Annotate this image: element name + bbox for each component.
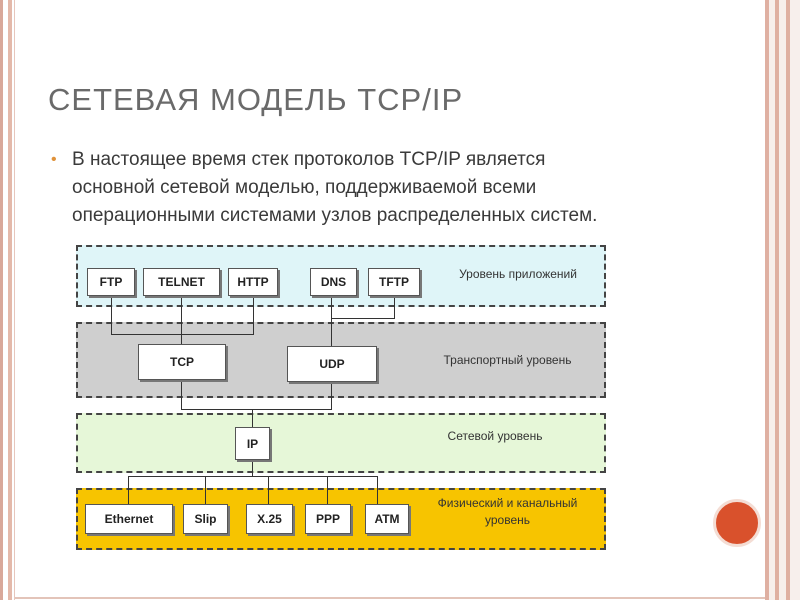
- slide-bottom-line: [15, 597, 765, 599]
- connector-line: [253, 296, 254, 335]
- connector-line: [111, 334, 253, 335]
- connector-line: [331, 382, 332, 410]
- slide-border-left: [0, 0, 3, 600]
- application-layer-label: Уровень приложений: [459, 267, 577, 281]
- slide-border-right-stripe: [765, 0, 769, 600]
- protocol-telnet: TELNET: [143, 268, 220, 296]
- protocol-tcp: TCP: [138, 344, 226, 380]
- protocol-ftp: FTP: [87, 268, 135, 296]
- connector-line: [252, 409, 253, 427]
- physical-layer-label: Физический и канальный уровень: [437, 496, 578, 527]
- connector-line: [128, 476, 129, 504]
- slide-border-left-line: [14, 0, 15, 600]
- protocol-tftp: TFTP: [368, 268, 420, 296]
- slide-border-left-inner: [8, 0, 12, 600]
- connector-line: [252, 460, 253, 476]
- connector-line: [331, 318, 395, 319]
- network-layer: [76, 413, 606, 473]
- protocol-ppp: PPP: [305, 504, 351, 534]
- connector-line: [181, 409, 331, 410]
- transport-layer-label: Транспортный уровень: [443, 353, 572, 367]
- protocol-x25: X.25: [246, 504, 293, 534]
- slide-border-right-stripe: [786, 0, 790, 600]
- protocol-http: HTTP: [228, 268, 278, 296]
- protocol-dns: DNS: [310, 268, 357, 296]
- connector-line: [377, 476, 378, 504]
- protocol-udp: UDP: [287, 346, 377, 382]
- connector-line: [181, 380, 182, 410]
- connector-line: [111, 296, 112, 335]
- connector-line: [128, 476, 378, 477]
- bullet-icon: •: [51, 151, 57, 168]
- protocol-slip: Slip: [183, 504, 228, 534]
- connector-line: [331, 296, 332, 346]
- decorative-circle-icon: [713, 499, 761, 547]
- connector-line: [327, 476, 328, 504]
- protocol-ip: IP: [235, 427, 270, 460]
- slide-border-right-stripe: [775, 0, 779, 600]
- connector-line: [181, 296, 182, 344]
- slide-title: СЕТЕВАЯ МОДЕЛЬ TCP/IP: [48, 82, 464, 117]
- connector-line: [268, 476, 269, 504]
- protocol-atm: ATM: [365, 504, 409, 534]
- slide-border-right-bg: [769, 0, 800, 600]
- network-layer-label: Сетевой уровень: [447, 429, 543, 443]
- connector-line: [394, 296, 395, 319]
- protocol-ethernet: Ethernet: [85, 504, 173, 534]
- connector-line: [205, 476, 206, 504]
- bullet-text: В настоящее время стек протоколов TCP/IP…: [72, 149, 598, 226]
